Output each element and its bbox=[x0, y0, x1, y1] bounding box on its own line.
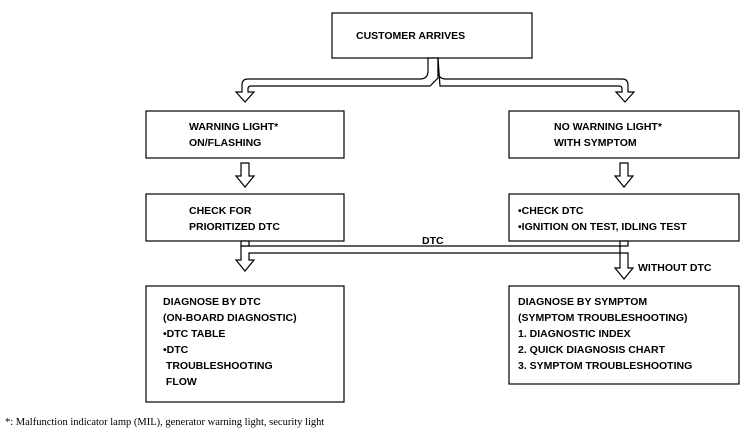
text-warning-line1: WARNING LIGHT* bbox=[189, 121, 279, 133]
arrow-dtc-cross bbox=[234, 240, 629, 272]
edge-label-dtc: DTC bbox=[422, 235, 444, 247]
text-diagnose-symptom-line5: 3. SYMPTOM TROUBLESHOOTING bbox=[518, 360, 692, 372]
arrow-nowarning-to-checkdtc bbox=[613, 162, 635, 188]
node-warning-light bbox=[145, 110, 345, 159]
text-diagnose-dtc-line2: (ON-BOARD DIAGNOSTIC) bbox=[163, 312, 297, 324]
node-customer-arrives bbox=[331, 12, 533, 59]
arrow-warning-to-check bbox=[234, 162, 256, 188]
text-nowarning-line1: NO WARNING LIGHT* bbox=[554, 121, 663, 133]
node-check-prioritized-dtc bbox=[145, 193, 345, 242]
footnote: *: Malfunction indicator lamp (MIL), gen… bbox=[5, 417, 325, 428]
node-check-dtc bbox=[508, 193, 740, 242]
text-diagnose-dtc-line6: FLOW bbox=[163, 376, 197, 388]
text-check-prioritized-line2: PRIORITIZED DTC bbox=[189, 221, 280, 233]
node-diagnose-by-symptom bbox=[508, 285, 740, 385]
split-arrow-right bbox=[437, 57, 636, 103]
text-warning-line2: ON/FLASHING bbox=[189, 137, 261, 149]
text-diagnose-dtc-line3: •DTC TABLE bbox=[163, 328, 225, 340]
text-diagnose-symptom-line2: (SYMPTOM TROUBLESHOOTING) bbox=[518, 312, 688, 324]
text-diagnose-symptom-line1: DIAGNOSE BY SYMPTOM bbox=[518, 296, 647, 308]
text-diagnose-dtc-line5: TROUBLESHOOTING bbox=[163, 360, 273, 372]
text-diagnose-symptom-line3: 1. DIAGNOSTIC INDEX bbox=[518, 328, 631, 340]
split-arrow bbox=[234, 57, 439, 103]
text-customer-arrives: CUSTOMER ARRIVES bbox=[356, 30, 465, 42]
text-checkdtc-line1: •CHECK DTC bbox=[518, 205, 584, 217]
node-diagnose-by-dtc bbox=[145, 285, 345, 403]
text-check-prioritized-line1: CHECK FOR bbox=[189, 205, 252, 217]
edge-label-without-dtc: WITHOUT DTC bbox=[638, 262, 712, 274]
arrow-check-to-diagnose-dtc bbox=[240, 240, 250, 247]
text-diagnose-symptom-line4: 2. QUICK DIAGNOSIS CHART bbox=[518, 344, 666, 356]
arrow-without-dtc bbox=[613, 252, 635, 280]
node-no-warning-light bbox=[508, 110, 740, 159]
text-diagnose-dtc-line4: •DTC bbox=[163, 344, 189, 356]
text-nowarning-line2: WITH SYMPTOM bbox=[554, 137, 637, 149]
text-checkdtc-line2: •IGNITION ON TEST, IDLING TEST bbox=[518, 221, 687, 233]
text-diagnose-dtc-line1: DIAGNOSE BY DTC bbox=[163, 296, 261, 308]
